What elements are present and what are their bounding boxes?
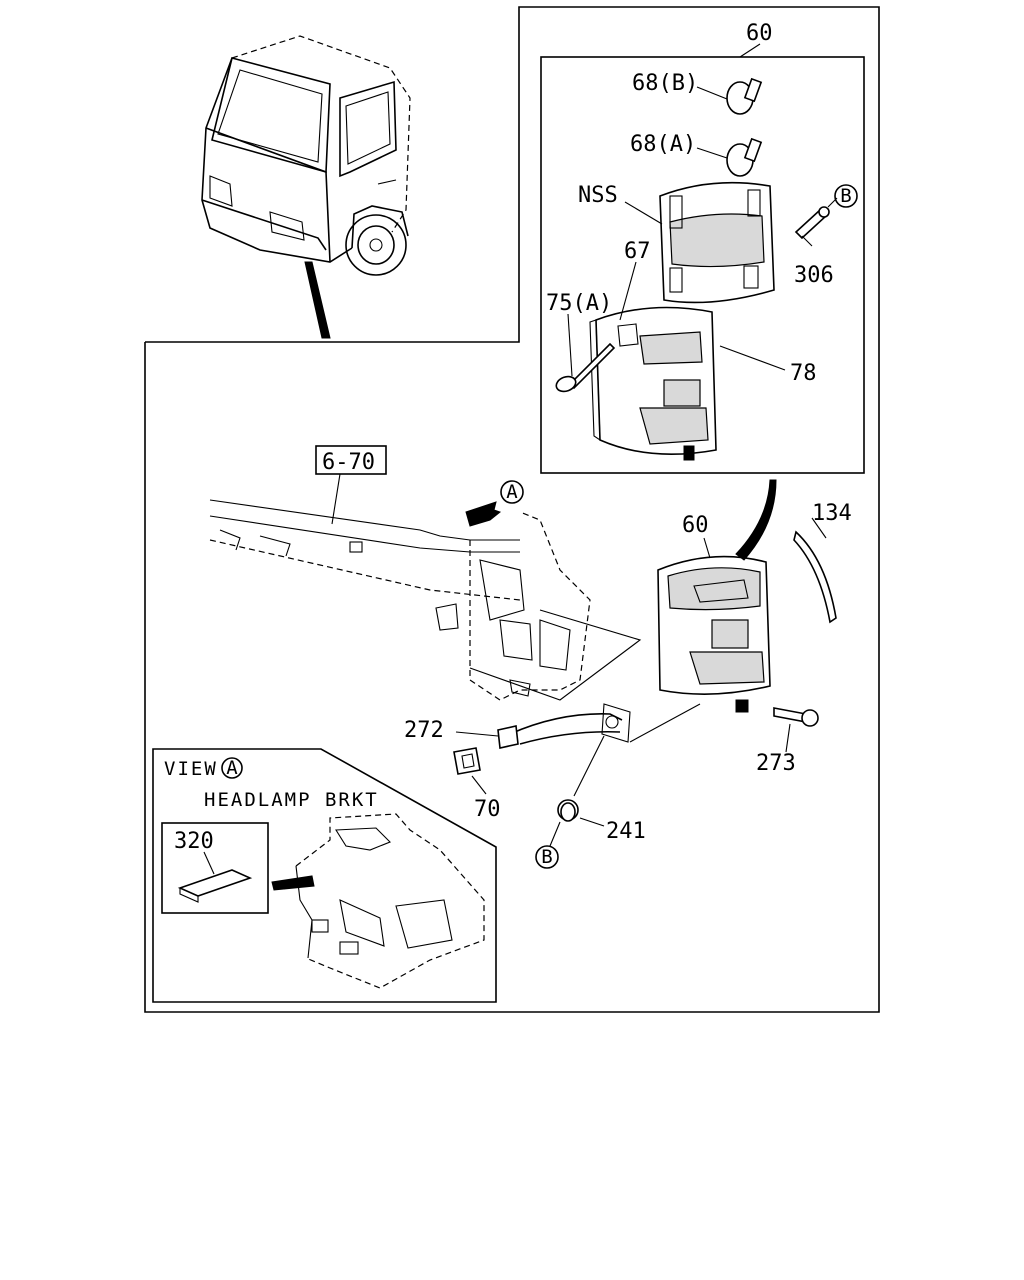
callout-75a: 75(A) [546,291,612,316]
marker-a-view-label: A [226,757,238,779]
marker-b-lower-label: B [541,846,552,868]
marker-a-arrow [500,480,524,504]
truck-cab-illustration [201,35,411,339]
headlamp-brkt-label: HEADLAMP BRKT [204,789,379,811]
callout-68b: 68(B) [632,71,698,96]
callout-68a: 68(A) [630,132,696,157]
callout-306: 306 [794,263,834,288]
bulb-68b [696,77,763,115]
marker-strip-134 [793,517,837,624]
pad-320-box [161,822,269,914]
callout-60-top: 60 [746,21,773,46]
callout-320: 320 [174,829,214,854]
lamp-housing [624,181,775,304]
callout-70: 70 [474,797,501,822]
bolt-273 [773,707,819,753]
callout-67: 67 [624,239,651,264]
marker-b-upper-label: B [840,185,851,207]
marker-b-lower [535,845,559,869]
ref-6-70-box [315,445,387,475]
callout-273: 273 [756,751,796,776]
detail-inset-frame [540,56,865,474]
screw-75a [555,313,616,393]
screw-306 [794,197,838,247]
headlamp-bracket-assembly [435,501,642,701]
callout-272: 272 [404,718,444,743]
marker-a-view [221,757,243,779]
view-a-bracket [271,813,485,989]
callout-241: 241 [606,819,646,844]
view-a-title: VIEW [164,758,218,780]
frame-rail [209,473,521,601]
bulb-68a [696,137,763,177]
callout-78: 78 [790,361,817,386]
tail-lamp-assembly-60 [657,479,777,713]
grommet-241 [549,735,605,847]
ref-6-70: 6-70 [322,450,375,475]
pad-320 [177,851,253,903]
clip-70 [453,747,487,795]
callout-60-mid: 60 [682,513,709,538]
callout-134: 134 [812,501,852,526]
marker-a-arrow-label: A [506,481,518,503]
callout-nss: NSS [578,183,618,208]
marker-b-upper [834,184,858,208]
wiring-harness [455,703,701,749]
outer-frame [144,6,880,1013]
lens-cover-78 [589,261,786,461]
view-a-frame [152,748,497,1003]
